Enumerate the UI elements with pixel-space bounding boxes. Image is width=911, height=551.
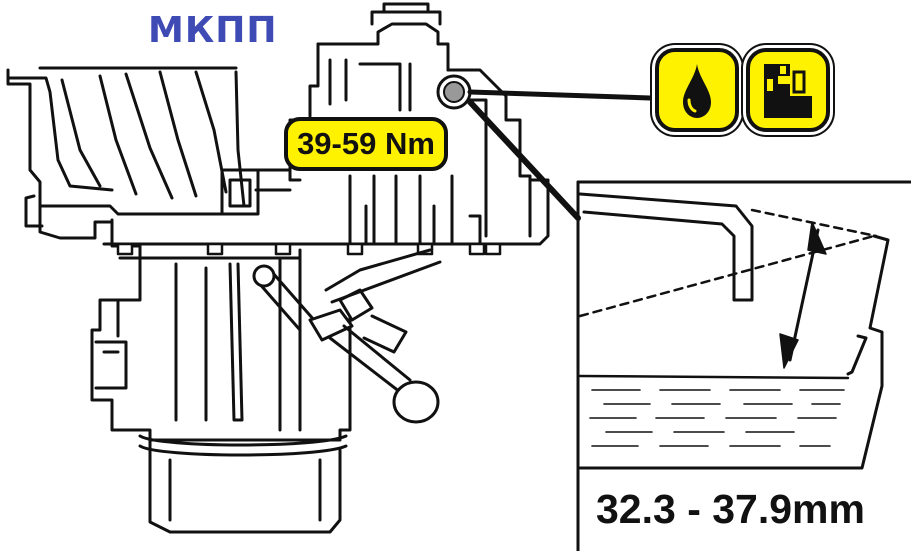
filler-plug (436, 74, 472, 110)
flange-bolts (116, 242, 502, 256)
shift-linkage (252, 248, 442, 424)
leader-lines (467, 89, 653, 221)
oil-level-label: 32.3 - 37.9mm (596, 486, 865, 532)
oil-drop-icon (655, 48, 739, 132)
transmission-caption: МКПП (148, 10, 278, 51)
rear-housing (220, 2, 532, 246)
oil-level-plug-icon (746, 48, 830, 132)
torque-label: 39-59 Nm (284, 117, 448, 171)
level-detail (576, 180, 911, 551)
clutch-housing (6, 66, 246, 240)
torque-value: 39-59 Nm (297, 126, 435, 161)
